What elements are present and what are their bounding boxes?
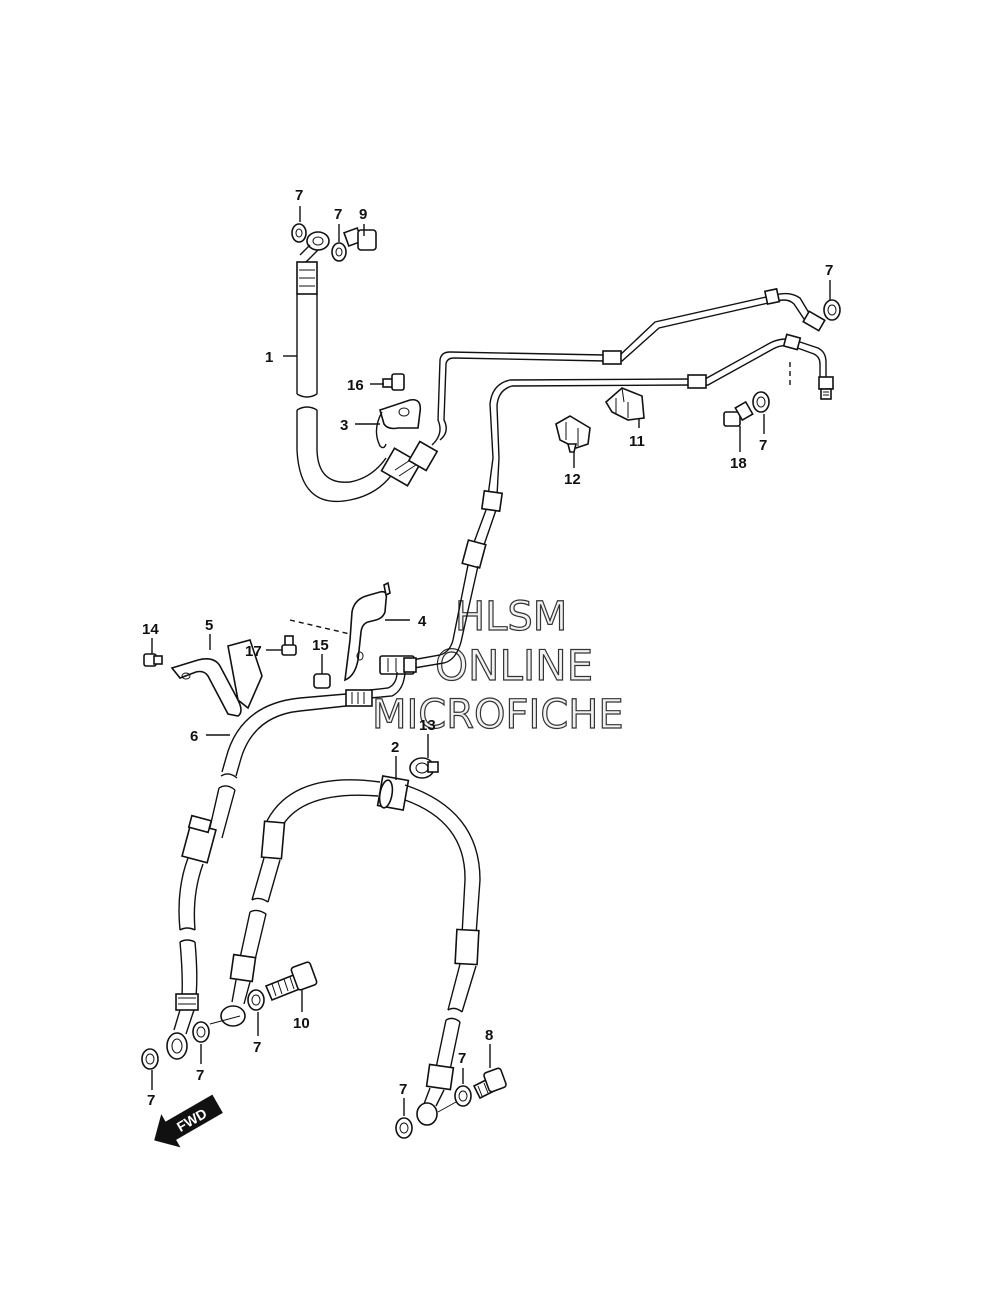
label-6: 6 [190, 728, 198, 745]
hose-1 [296, 231, 439, 502]
label-7: 7 [825, 262, 833, 279]
label-7: 7 [334, 206, 342, 223]
label-7: 7 [295, 187, 303, 204]
part-labels: 1 2 3 4 5 6 7 7 7 7 7 7 7 7 7 8 9 10 11 … [142, 187, 833, 1109]
label-9: 9 [359, 206, 367, 223]
washer-icon [395, 1117, 413, 1139]
bolt-9 [343, 227, 377, 251]
washer-icon [141, 1048, 159, 1070]
fwd-arrow: FWD [154, 1094, 223, 1148]
washer-icon [291, 223, 307, 243]
label-13: 13 [419, 717, 436, 734]
label-15: 15 [312, 637, 329, 654]
bolt-15 [313, 673, 331, 689]
bolt-8 [472, 1067, 507, 1100]
bolt-14 [143, 653, 163, 667]
label-3: 3 [340, 417, 348, 434]
label-1: 1 [265, 349, 273, 366]
clamp-12 [555, 415, 591, 453]
clamp-3 [375, 398, 422, 449]
washer-icon [192, 1021, 210, 1043]
bracket-4 [344, 581, 417, 682]
label-17: 17 [245, 643, 262, 660]
washer-icon [823, 299, 841, 321]
bracket-5 [170, 639, 263, 717]
hose-6 [166, 671, 406, 1060]
brake-pipes [411, 287, 834, 669]
label-16: 16 [347, 377, 364, 394]
hose-2 [220, 775, 481, 1126]
bolt-16 [382, 373, 405, 391]
leader-lines [151, 206, 831, 1116]
washer-icon [752, 391, 770, 413]
clamp-11 [604, 387, 645, 421]
washer-icon [331, 242, 347, 262]
label-7: 7 [759, 437, 767, 454]
label-12: 12 [564, 471, 581, 488]
bolt-17 [281, 635, 297, 656]
arrow-icon [154, 1094, 223, 1148]
label-4: 4 [418, 613, 427, 630]
label-11: 11 [629, 433, 645, 450]
label-7: 7 [147, 1092, 155, 1109]
bolt-18 [723, 400, 754, 427]
label-14: 14 [142, 621, 159, 638]
label-10: 10 [293, 1015, 310, 1032]
watermark-line3: MICROFICHE [372, 692, 624, 738]
label-7: 7 [399, 1081, 407, 1098]
washer-icon [454, 1085, 472, 1107]
label-8: 8 [485, 1027, 493, 1044]
label-5: 5 [205, 617, 213, 634]
label-18: 18 [730, 455, 747, 472]
label-7: 7 [253, 1039, 261, 1056]
watermark-line1: HLSM [455, 594, 567, 640]
watermark-line2: ONLINE [435, 641, 593, 690]
label-2: 2 [391, 739, 399, 756]
label-7: 7 [458, 1050, 466, 1067]
washers [141, 223, 841, 1139]
bolt-10 [264, 961, 318, 1002]
clip-13 [409, 757, 439, 779]
washer-icon [247, 989, 265, 1011]
watermark: HLSM ONLINE MICROFICHE [371, 593, 624, 738]
label-7: 7 [196, 1067, 204, 1084]
